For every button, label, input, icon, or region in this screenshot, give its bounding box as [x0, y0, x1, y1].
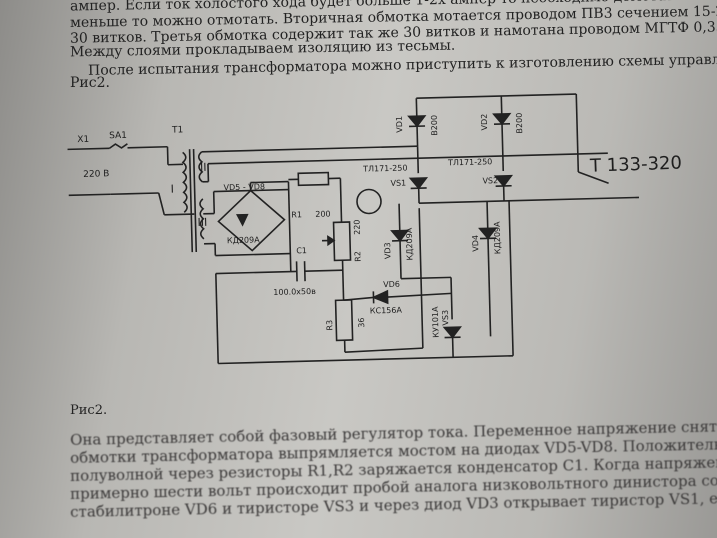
label-sa1: SA1 [109, 131, 127, 141]
label-vs2-part: ТЛ171-250 [447, 157, 493, 167]
label-winding-2: II [200, 161, 207, 174]
label-t1: T1 [171, 125, 183, 135]
label-r3: R3 [325, 320, 334, 331]
label-vd1: VD1 [395, 116, 404, 133]
label-r1-value: 200 [315, 210, 331, 219]
label-vs2: VS2 [482, 176, 498, 185]
label-vs1-part: ТЛ171-250 [362, 163, 408, 173]
top-text-line-6: Рис2. [70, 75, 110, 91]
label-vd1-part: В200 [430, 115, 440, 136]
label-vs1: VS1 [390, 179, 406, 188]
label-vd3: VD3 [383, 242, 392, 259]
label-bridge-part: КД209А [227, 235, 260, 245]
label-vs3: VS3 [441, 310, 450, 326]
label-x1: X1 [77, 135, 89, 145]
label-vs3-part: КУ101А [431, 306, 441, 338]
label-r3-value: 36 [357, 317, 366, 327]
label-voltage: 220 В [83, 169, 109, 180]
label-vd6: VD6 [383, 280, 400, 289]
label-r1: R1 [291, 210, 302, 219]
label-vd3-part: КД209А [405, 227, 415, 260]
label-vd6-part: КС156А [370, 306, 403, 316]
label-bridge: VD5 - VD8 [223, 182, 265, 192]
label-winding-3: III [197, 216, 207, 229]
handwritten-note: Т 133-320 [589, 153, 683, 177]
figure-caption: Рис2. [70, 403, 108, 418]
label-winding-1: I [170, 183, 174, 196]
label-vd4: VD4 [471, 235, 480, 252]
label-vd2: VD2 [480, 114, 489, 131]
label-c1-value: 100.0х50в [273, 287, 316, 297]
label-c1: C1 [296, 246, 307, 255]
label-r2-value: 220 [352, 219, 361, 235]
label-vd4-part: КД209А [493, 221, 503, 254]
label-vd2-part: В200 [515, 113, 525, 134]
label-r2: R2 [353, 251, 362, 262]
